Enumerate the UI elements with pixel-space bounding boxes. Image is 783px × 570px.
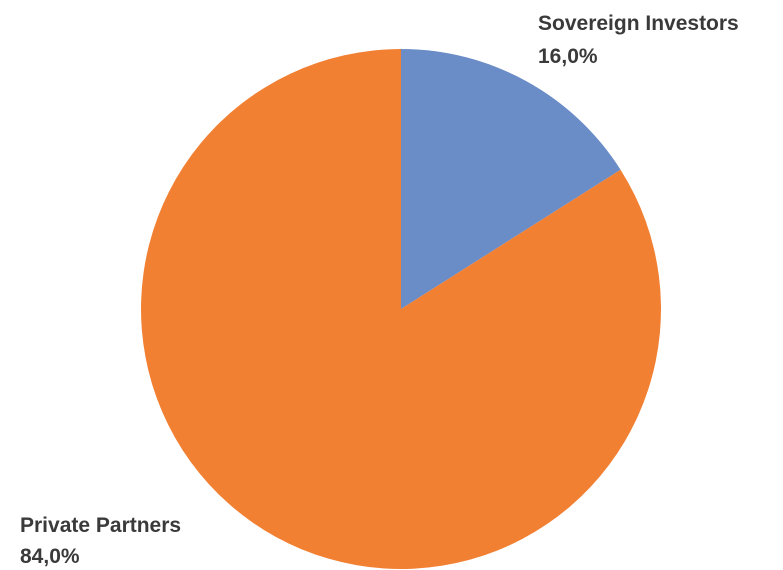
slice-label-private-partners-name: Private Partners — [20, 514, 181, 537]
pie-labels: Sovereign Investors 16,0% Private Partne… — [20, 12, 739, 568]
slice-label-sovereign-investors-value: 16,0% — [538, 45, 598, 68]
pie-slices — [141, 49, 662, 569]
pie-slice-sovereign-investors — [401, 49, 621, 309]
pie-slice-private-partners — [141, 49, 662, 569]
slice-label-private-partners-value: 84,0% — [20, 545, 80, 568]
slice-label-sovereign-investors-name: Sovereign Investors — [538, 12, 739, 35]
